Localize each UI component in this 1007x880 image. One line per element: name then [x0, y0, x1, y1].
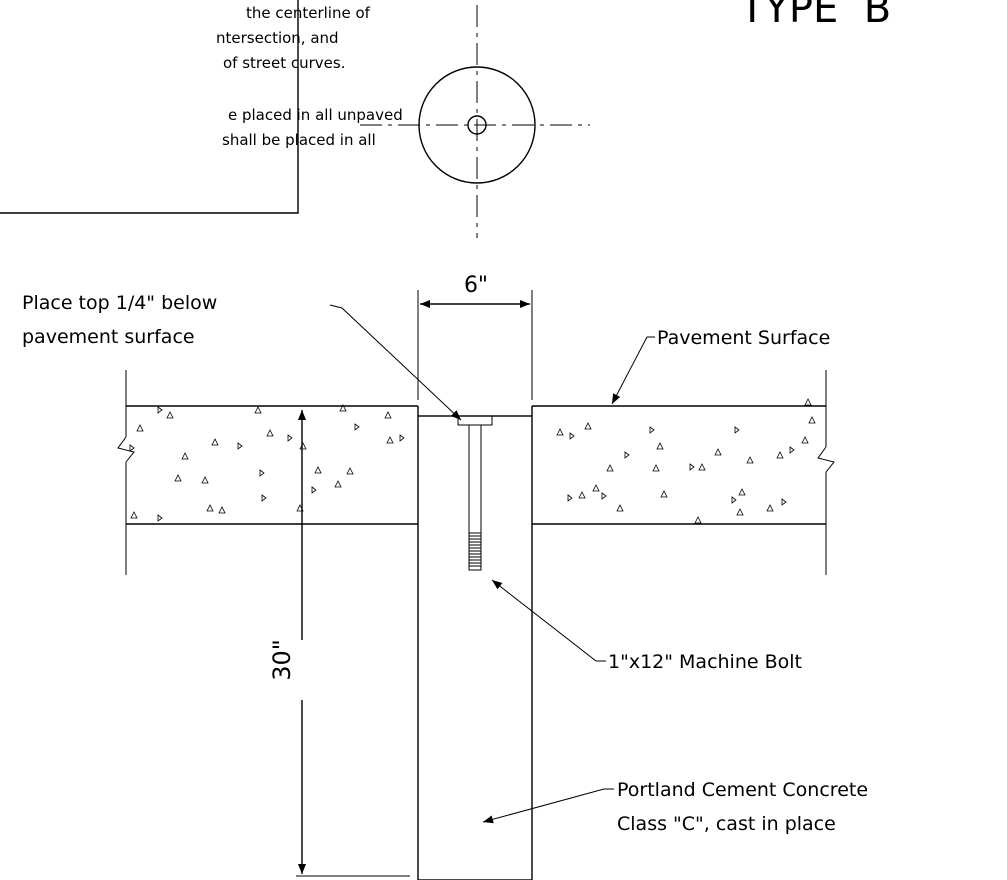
aggregate-mark [129, 444, 135, 452]
aggregate-mark [314, 466, 322, 474]
concrete-label-2: Class "C", cast in place [617, 813, 836, 835]
aggregate-mark [652, 464, 660, 472]
aggregate-mark [157, 406, 163, 414]
aggregate-mark [181, 452, 189, 460]
aggregate-mark [804, 398, 812, 406]
pavement-surface-label: Pavement Surface [657, 327, 830, 349]
aggregate-mark [584, 422, 592, 430]
pavement-surface-callout: Pavement Surface [611, 327, 830, 405]
aggregate-mark [218, 506, 226, 514]
concrete-label-1: Portland Cement Concrete [617, 779, 868, 801]
aggregate-mark [714, 448, 722, 456]
aggregate-mark [311, 486, 317, 494]
aggregate-mark [776, 451, 784, 459]
aggregate-mark [698, 463, 706, 471]
note-line-1: the centerline of [246, 4, 371, 22]
note-line-5: shall be placed in all [222, 131, 376, 149]
depth-dimension: 30" [268, 410, 410, 877]
aggregate-mark [174, 474, 182, 482]
aggregate-mark [801, 436, 809, 444]
depth-dimension-text: 30" [268, 639, 296, 681]
machine-bolt [457, 415, 493, 571]
drawing-title: TYPE B [739, 0, 891, 32]
aggregate-mark [624, 451, 630, 459]
aggregate-mark [287, 434, 293, 442]
aggregate-mark [157, 514, 163, 522]
note-line-4: e placed in all unpaved [228, 106, 403, 124]
bolt-threads [469, 532, 481, 567]
aggregate-mark [567, 494, 573, 502]
aggregate-mark [649, 426, 655, 434]
notes-box: the centerline of ntersection, and of st… [0, 0, 403, 214]
concrete-callout: Portland Cement Concrete Class "C", cast… [482, 779, 868, 835]
width-dimension: 6" [417, 273, 533, 400]
break-symbol-left [117, 436, 135, 463]
pavement-left [117, 370, 418, 575]
aggregate-mark [237, 442, 243, 450]
place-top-leader [329, 304, 462, 421]
monument-block [417, 415, 533, 880]
aggregate-mark [166, 411, 174, 419]
aggregate-mark [789, 446, 795, 454]
place-top-callout: Place top 1/4" below pavement surface [22, 292, 462, 421]
aggregate-mark [656, 442, 664, 450]
aggregate-mark [201, 476, 209, 484]
machine-bolt-label: 1"x12" Machine Bolt [608, 651, 802, 673]
aggregate-mark [386, 436, 394, 444]
machine-bolt-callout: 1"x12" Machine Bolt [491, 579, 802, 673]
aggregate-mark [130, 511, 138, 519]
pavement-surface-leader [611, 336, 655, 405]
aggregate-mark [339, 404, 347, 412]
bolt-head [457, 415, 493, 426]
aggregate-mark [808, 416, 816, 424]
aggregate-mark [689, 463, 695, 471]
aggregate-mark [299, 442, 307, 450]
aggregate-mark [601, 492, 607, 500]
aggregate-mark [136, 424, 144, 432]
note-line-2: ntersection, and [216, 29, 339, 47]
pavement-right [417, 370, 835, 575]
aggregate-mark [766, 504, 774, 512]
aggregate-stipple [129, 398, 816, 524]
place-top-label-1: Place top 1/4" below [22, 292, 217, 314]
aggregate-mark [736, 508, 744, 516]
aggregate-mark [354, 423, 360, 431]
aggregate-mark [261, 494, 267, 502]
aggregate-mark [211, 438, 219, 446]
aggregate-mark [266, 429, 274, 437]
aggregate-mark [556, 428, 564, 436]
aggregate-mark [346, 467, 354, 475]
aggregate-mark [660, 490, 668, 498]
aggregate-mark [569, 432, 575, 440]
aggregate-mark [738, 488, 746, 496]
aggregate-mark [206, 504, 214, 512]
concrete-leader [482, 788, 614, 824]
note-line-3: of street curves. [223, 54, 345, 72]
notes-box-border [0, 0, 299, 214]
aggregate-mark [254, 406, 262, 414]
plan-view [360, 5, 590, 238]
aggregate-mark [694, 516, 702, 524]
machine-bolt-leader [491, 579, 606, 662]
aggregate-mark [259, 469, 265, 477]
bolt-shank [468, 424, 482, 571]
aggregate-mark [592, 484, 600, 492]
aggregate-mark [606, 464, 614, 472]
aggregate-mark [734, 426, 740, 434]
aggregate-mark [781, 498, 787, 506]
aggregate-mark [616, 504, 624, 512]
aggregate-mark [746, 456, 754, 464]
aggregate-mark [578, 491, 586, 499]
width-dimension-text: 6" [464, 273, 488, 298]
break-symbol-right [817, 446, 835, 473]
aggregate-mark [384, 411, 392, 419]
place-top-label-2: pavement surface [22, 326, 195, 348]
aggregate-mark [399, 434, 405, 442]
aggregate-mark [334, 480, 342, 488]
aggregate-mark [731, 496, 737, 504]
